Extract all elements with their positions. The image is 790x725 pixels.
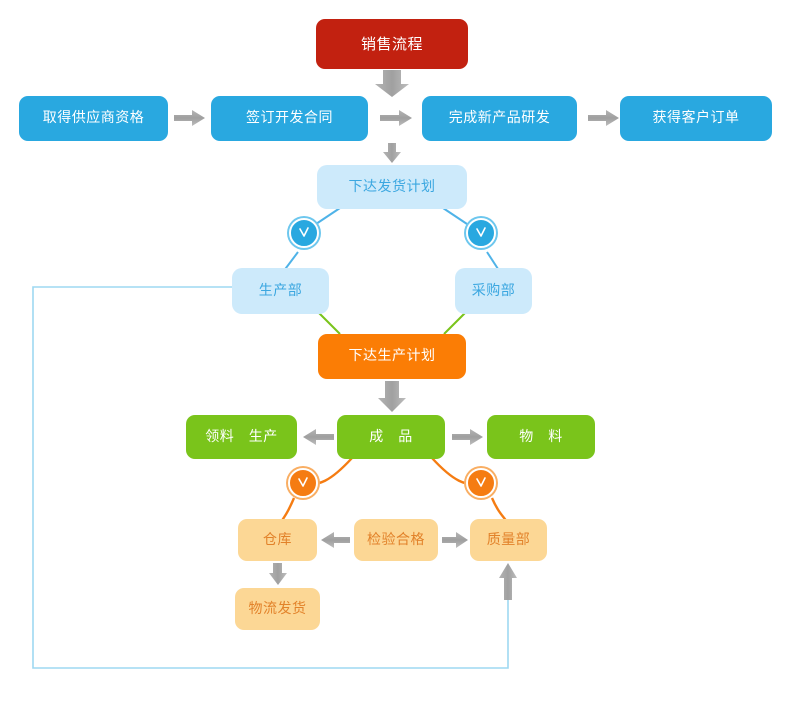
node-quality-dept[interactable]: 质量部 <box>470 519 547 561</box>
check-down-icon <box>299 227 309 237</box>
node-supplier-qualification[interactable]: 取得供应商资格 <box>19 96 168 141</box>
node-pick-and-produce[interactable]: 领料 生产 <box>186 415 297 459</box>
node-logistics-shipping[interactable]: 物流发货 <box>235 588 320 630</box>
node-purchasing-dept[interactable]: 采购部 <box>455 268 532 314</box>
arrow-sales-to-row <box>375 70 409 97</box>
arrow-inspection-to-warehouse <box>321 532 350 548</box>
node-complete-new-product[interactable]: 完成新产品研发 <box>422 96 577 141</box>
wire-purchasing-to-plan <box>443 311 467 335</box>
node-warehouse[interactable]: 仓库 <box>238 519 317 561</box>
arrow-inspection-to-quality <box>442 532 468 548</box>
node-sales-process[interactable]: 销售流程 <box>316 19 468 69</box>
node-inspection-passed[interactable]: 检验合格 <box>354 519 438 561</box>
badge-quality-junction[interactable] <box>466 468 496 498</box>
badge-purchasing-junction[interactable] <box>466 218 496 248</box>
wire-production-to-plan <box>317 311 341 335</box>
arrow-contract-to-product <box>380 110 412 126</box>
arrow-warehouse-to-logistics <box>269 563 287 585</box>
node-get-customer-order[interactable]: 获得客户订单 <box>620 96 772 141</box>
arrow-plan-to-finished <box>378 381 406 412</box>
check-down-icon <box>476 477 486 487</box>
check-down-icon <box>476 227 486 237</box>
badge-production-junction[interactable] <box>289 218 319 248</box>
badge-warehouse-junction[interactable] <box>288 468 318 498</box>
check-down-icon <box>298 477 308 487</box>
node-sign-dev-contract[interactable]: 签订开发合同 <box>211 96 368 141</box>
arrow-finished-to-materials <box>452 429 483 445</box>
node-production-dept[interactable]: 生产部 <box>232 268 329 314</box>
arrow-loop-to-quality <box>499 563 517 600</box>
arrow-finished-to-pick <box>303 429 334 445</box>
node-issue-production-plan[interactable]: 下达生产计划 <box>318 334 466 379</box>
node-issue-shipping-plan[interactable]: 下达发货计划 <box>317 165 467 209</box>
node-finished-goods[interactable]: 成 品 <box>337 415 445 459</box>
arrow-row-to-shipping-plan <box>383 143 401 163</box>
arrow-supplier-to-contract <box>174 110 205 126</box>
node-materials[interactable]: 物 料 <box>487 415 595 459</box>
arrow-product-to-order <box>588 110 619 126</box>
